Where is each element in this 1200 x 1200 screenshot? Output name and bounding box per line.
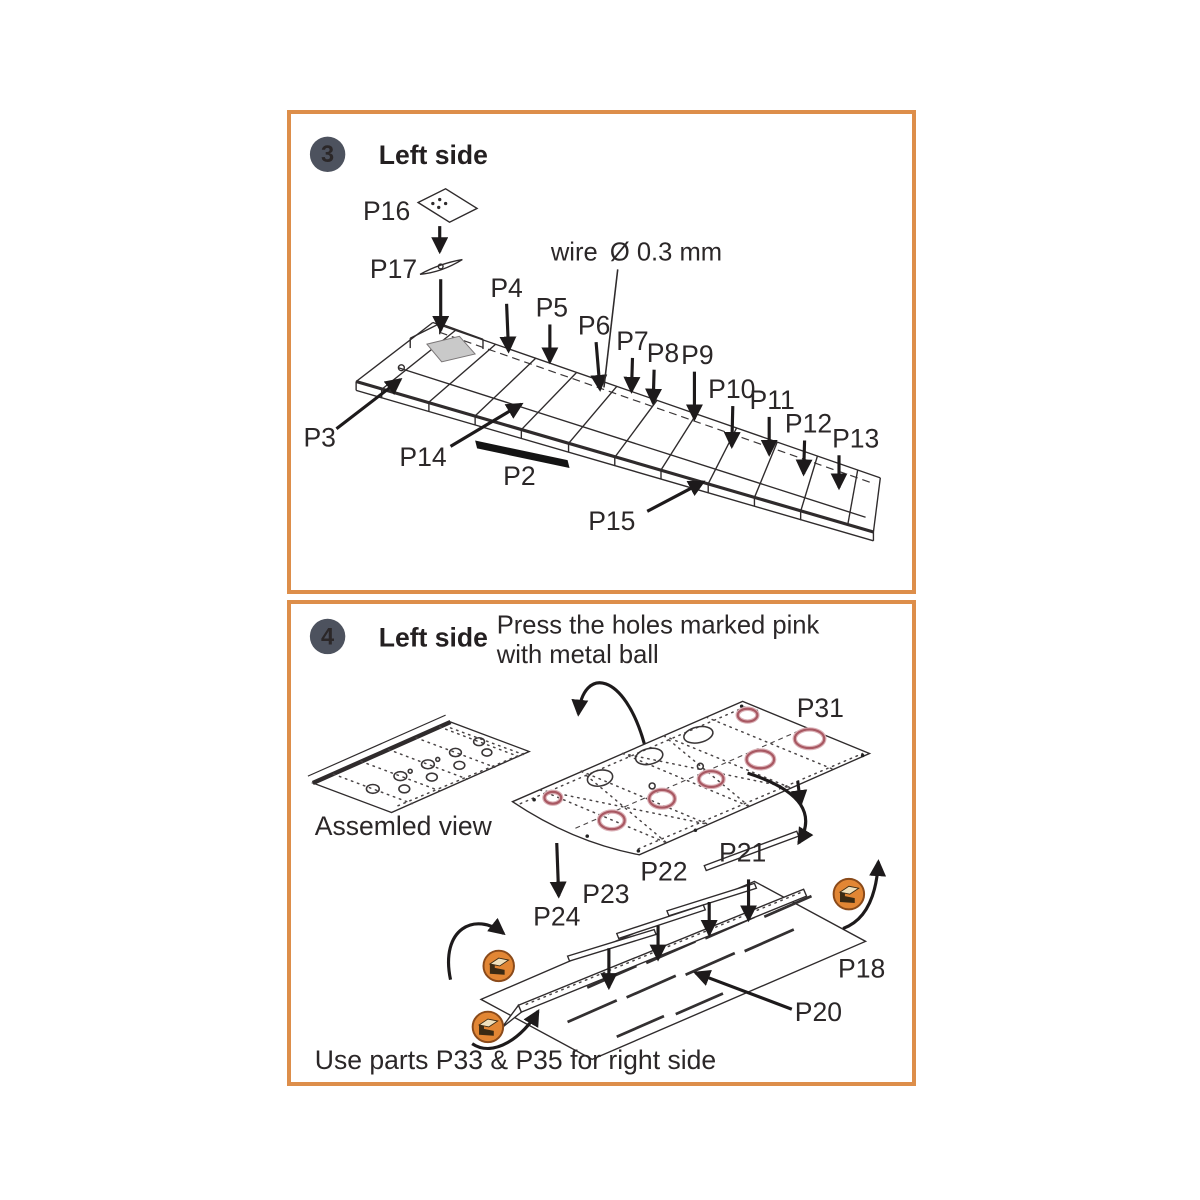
- step-4-panel: 4 Left side Press the holes marked pink …: [287, 600, 916, 1086]
- part-label-p6: P6: [578, 310, 610, 340]
- rib-blades: [566, 830, 800, 962]
- part-label-p20: P20: [795, 997, 842, 1027]
- part-label-p8: P8: [647, 338, 679, 368]
- step-number: 3: [321, 142, 334, 168]
- wire-note-label: wire: [550, 239, 598, 267]
- part-label-p11: P11: [749, 385, 794, 415]
- step-3-panel: 3 Left side: [287, 110, 916, 594]
- bend-fold-icon: [482, 949, 515, 983]
- instruction-line-2: with metal ball: [496, 641, 659, 669]
- part-p31-skin-panel: [511, 700, 872, 856]
- step-number-badge: 3: [309, 136, 346, 173]
- black-spar: [475, 440, 570, 469]
- part-label-p15: P15: [588, 506, 635, 536]
- assembled-view-label: Assemled view: [315, 811, 493, 841]
- part-label-p22: P22: [640, 856, 687, 886]
- part-label-p9: P9: [681, 340, 713, 370]
- part-label-p2: P2: [503, 461, 535, 491]
- step-number: 4: [321, 624, 334, 650]
- part-label-p31: P31: [797, 693, 844, 723]
- instruction-line-1: Press the holes marked pink: [497, 612, 820, 640]
- bend-fold-icon: [832, 877, 866, 911]
- wire-diameter-label: Ø 0.3 mm: [610, 239, 722, 267]
- part-p16-plate: [416, 187, 479, 223]
- step-title: Left side: [379, 140, 488, 170]
- footer-note: Use parts P33 & P35 for right side: [315, 1045, 716, 1075]
- step-4-drawing: 4 Left side Press the holes marked pink …: [307, 612, 887, 1075]
- assembly-arrows: [447, 681, 887, 1050]
- part-label-p3: P3: [303, 422, 335, 452]
- wing-frame-drawing: [355, 321, 881, 542]
- step-title: Left side: [379, 622, 488, 652]
- part-label-p10: P10: [708, 374, 755, 404]
- assembly-arrows: [335, 226, 848, 513]
- part-label-p13: P13: [832, 423, 879, 453]
- part-label-p21: P21: [719, 838, 766, 868]
- part-label-p24: P24: [533, 902, 580, 932]
- part-label-p5: P5: [536, 293, 568, 323]
- part-label-p14: P14: [399, 442, 446, 472]
- part-label-p23: P23: [582, 879, 629, 909]
- part-label-p18: P18: [838, 954, 885, 984]
- part-label-p12: P12: [785, 409, 832, 439]
- pink-marked-holes: [542, 706, 827, 832]
- wing-root-structure: [397, 322, 484, 372]
- step-number-badge: 4: [309, 618, 346, 655]
- part-label-p17: P17: [370, 254, 417, 284]
- part-label-p4: P4: [490, 273, 522, 303]
- wing-ribs: [381, 329, 859, 525]
- part-label-p16: P16: [363, 196, 410, 226]
- assembled-view-drawing: [307, 714, 532, 814]
- part-p17-sliver: [419, 258, 463, 275]
- bend-fold-icon: [471, 1010, 505, 1044]
- step-3-drawing: 3 Left side: [303, 136, 881, 542]
- part-label-p7: P7: [616, 326, 648, 356]
